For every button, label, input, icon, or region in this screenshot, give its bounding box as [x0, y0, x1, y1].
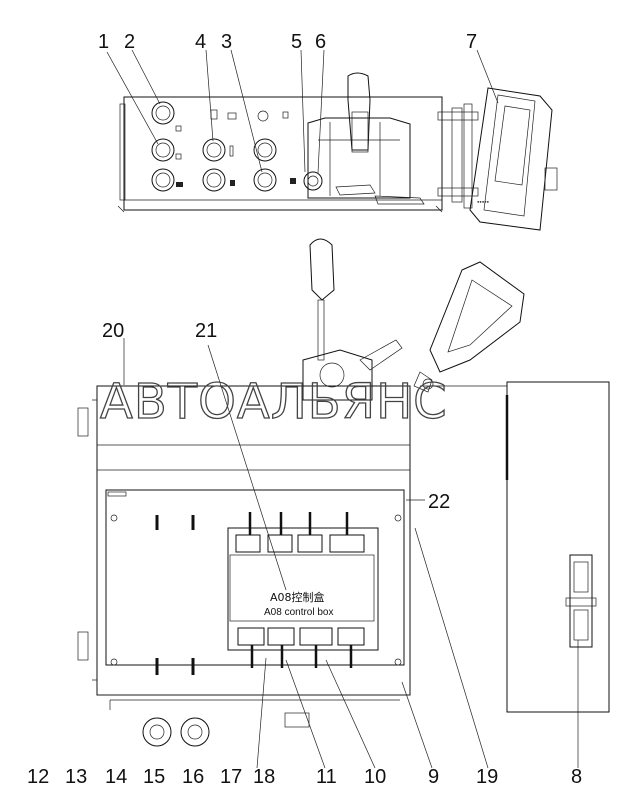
watermark: АВТОАЛЬЯНС	[100, 374, 448, 430]
callout-6: 6	[315, 31, 326, 53]
callout-18: 18	[253, 766, 275, 788]
wire-stubs	[155, 515, 195, 675]
callout-21: 21	[195, 320, 217, 342]
control-box-label-cn: A08控制盒	[270, 590, 325, 604]
callout-12: 12	[27, 766, 49, 788]
display-unit-lower	[413, 261, 525, 393]
callout-11: 11	[316, 766, 337, 788]
switch-knob	[151, 101, 323, 192]
display-indicator-dots: ●●●●●	[477, 199, 490, 204]
gear-shifter-top	[307, 72, 425, 205]
callout-numbers: 1 2 4 3 5 6 7 20 21 22 12 13 14 15 16 17…	[27, 31, 582, 788]
callout-19: 19	[476, 766, 498, 788]
callout-17: 17	[220, 766, 242, 788]
a08-control-box: A08控制盒 A08 control box	[227, 512, 379, 668]
indicator-icons	[175, 109, 296, 187]
callout-14: 14	[105, 766, 127, 788]
callout-7: 7	[466, 31, 477, 53]
leader-lines	[106, 49, 579, 769]
callout-4: 4	[195, 31, 206, 53]
callout-20: 20	[102, 320, 124, 342]
callout-16: 16	[182, 766, 204, 788]
control-cabinet: A08控制盒 A08 control box	[77, 381, 610, 747]
callout-15: 15	[143, 766, 165, 788]
callout-13: 13	[65, 766, 87, 788]
callout-8: 8	[571, 766, 582, 788]
round-connector	[142, 712, 310, 747]
control-box-label-en: A08 control box	[264, 607, 334, 618]
callout-3: 3	[221, 31, 232, 53]
callout-1: 1	[98, 31, 109, 53]
side-connector	[565, 554, 597, 648]
top-control-panel: ●●●●●	[117, 72, 558, 231]
callout-2: 2	[124, 31, 135, 53]
callout-22: 22	[428, 491, 450, 513]
display-unit: ●●●●●	[469, 87, 558, 231]
mount-bracket	[437, 103, 479, 209]
callout-5: 5	[291, 31, 302, 53]
callout-10: 10	[364, 766, 386, 788]
gear-lever	[302, 238, 403, 401]
callout-9: 9	[428, 766, 439, 788]
